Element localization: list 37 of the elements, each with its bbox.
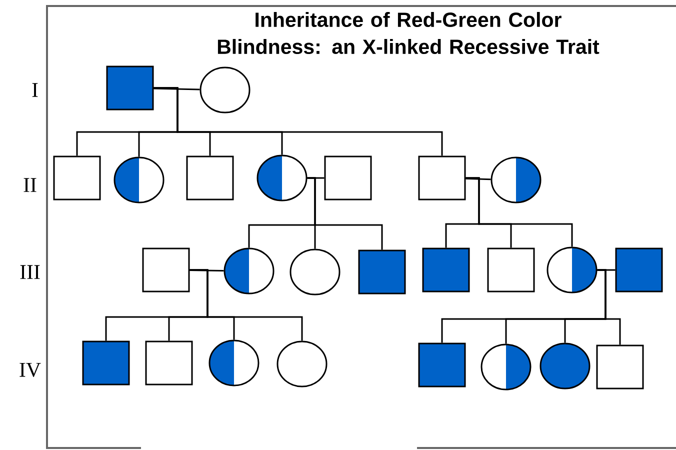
male-square xyxy=(418,342,466,388)
female-circle xyxy=(540,342,590,390)
female-circle xyxy=(224,248,274,294)
marriage-line xyxy=(190,270,224,272)
male-square xyxy=(615,248,663,292)
generation-label: IV xyxy=(20,362,41,378)
female-circle xyxy=(546,246,598,294)
male-square xyxy=(596,344,644,390)
female-circle xyxy=(200,66,250,114)
generation-label: III xyxy=(20,265,40,279)
female-circle xyxy=(114,156,164,204)
male-square xyxy=(53,156,101,200)
male-square xyxy=(186,156,234,200)
male-square xyxy=(358,250,406,294)
female-circle xyxy=(480,344,532,390)
male-square xyxy=(82,340,130,386)
male-square xyxy=(422,248,470,292)
male-square xyxy=(145,340,193,386)
female-circle xyxy=(490,156,542,204)
female-circle xyxy=(256,154,308,202)
male-square xyxy=(106,66,154,110)
male-square xyxy=(324,156,372,200)
male-square xyxy=(418,156,466,200)
descent-line xyxy=(307,177,383,250)
male-square xyxy=(487,248,535,292)
male-square xyxy=(142,248,190,292)
title: Inheritance of Red-Green Color Blindness: an X-linked Recessive Trait xyxy=(218,12,600,54)
female-circle xyxy=(208,340,260,386)
marriage-line xyxy=(466,178,491,180)
marriage-line xyxy=(154,88,200,90)
descent-line xyxy=(154,87,443,156)
descent-line xyxy=(190,269,303,341)
female-circle xyxy=(290,248,340,296)
female-circle xyxy=(276,340,328,388)
descent-line xyxy=(466,177,573,247)
descent-line xyxy=(597,269,621,345)
generation-label: I xyxy=(32,83,38,97)
